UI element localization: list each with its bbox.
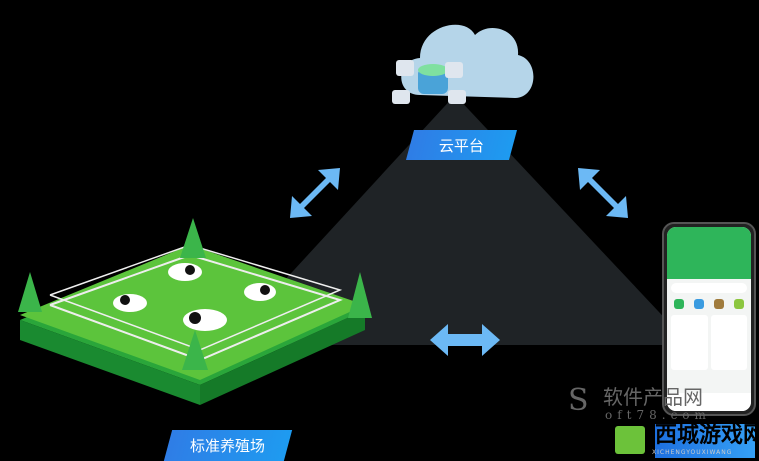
app-card[interactable] [710, 315, 747, 370]
app-action-icon[interactable] [714, 299, 724, 309]
double-arrow-left-icon [290, 168, 340, 218]
tree-icon [180, 218, 206, 258]
farm-illustration [18, 218, 372, 405]
tree-icon [348, 272, 372, 318]
watermark-bg [655, 424, 755, 458]
cow-icon [113, 294, 147, 312]
app-action-icon[interactable] [674, 299, 684, 309]
watermark-s-logo: S [568, 383, 589, 418]
cow-icon [183, 309, 227, 331]
double-arrow-right-icon [578, 168, 628, 218]
watermark-site1-url: oft78.com [605, 408, 711, 422]
watermark-site2: 西城游戏网 [655, 423, 759, 448]
watermark-site1: 软件产品网 [603, 385, 703, 409]
tree-icon [182, 330, 208, 370]
app-action-icon[interactable] [694, 299, 704, 309]
cloud-platform-label: 云平台 [405, 130, 518, 160]
app-search-bar[interactable] [671, 283, 747, 293]
app-action-icon[interactable] [734, 299, 744, 309]
app-header [667, 227, 751, 279]
cow-icon [244, 283, 276, 301]
app-tab-bar[interactable] [667, 393, 751, 411]
server-icon [392, 60, 466, 104]
farm-label: 标准养殖场 [163, 430, 293, 461]
watermark-site2-sub: XICHENGYOUXIWANG [652, 449, 733, 456]
connection-triangle [225, 95, 690, 345]
watermark-logo-icon [615, 426, 645, 454]
tree-icon [18, 272, 42, 312]
mobile-app-phone [662, 222, 756, 416]
app-screen [667, 227, 751, 411]
double-arrow-horizontal-icon [430, 324, 500, 356]
cow-icon [168, 263, 202, 281]
app-quick-actions [669, 299, 749, 309]
app-cards [671, 315, 747, 370]
app-card[interactable] [671, 315, 708, 370]
